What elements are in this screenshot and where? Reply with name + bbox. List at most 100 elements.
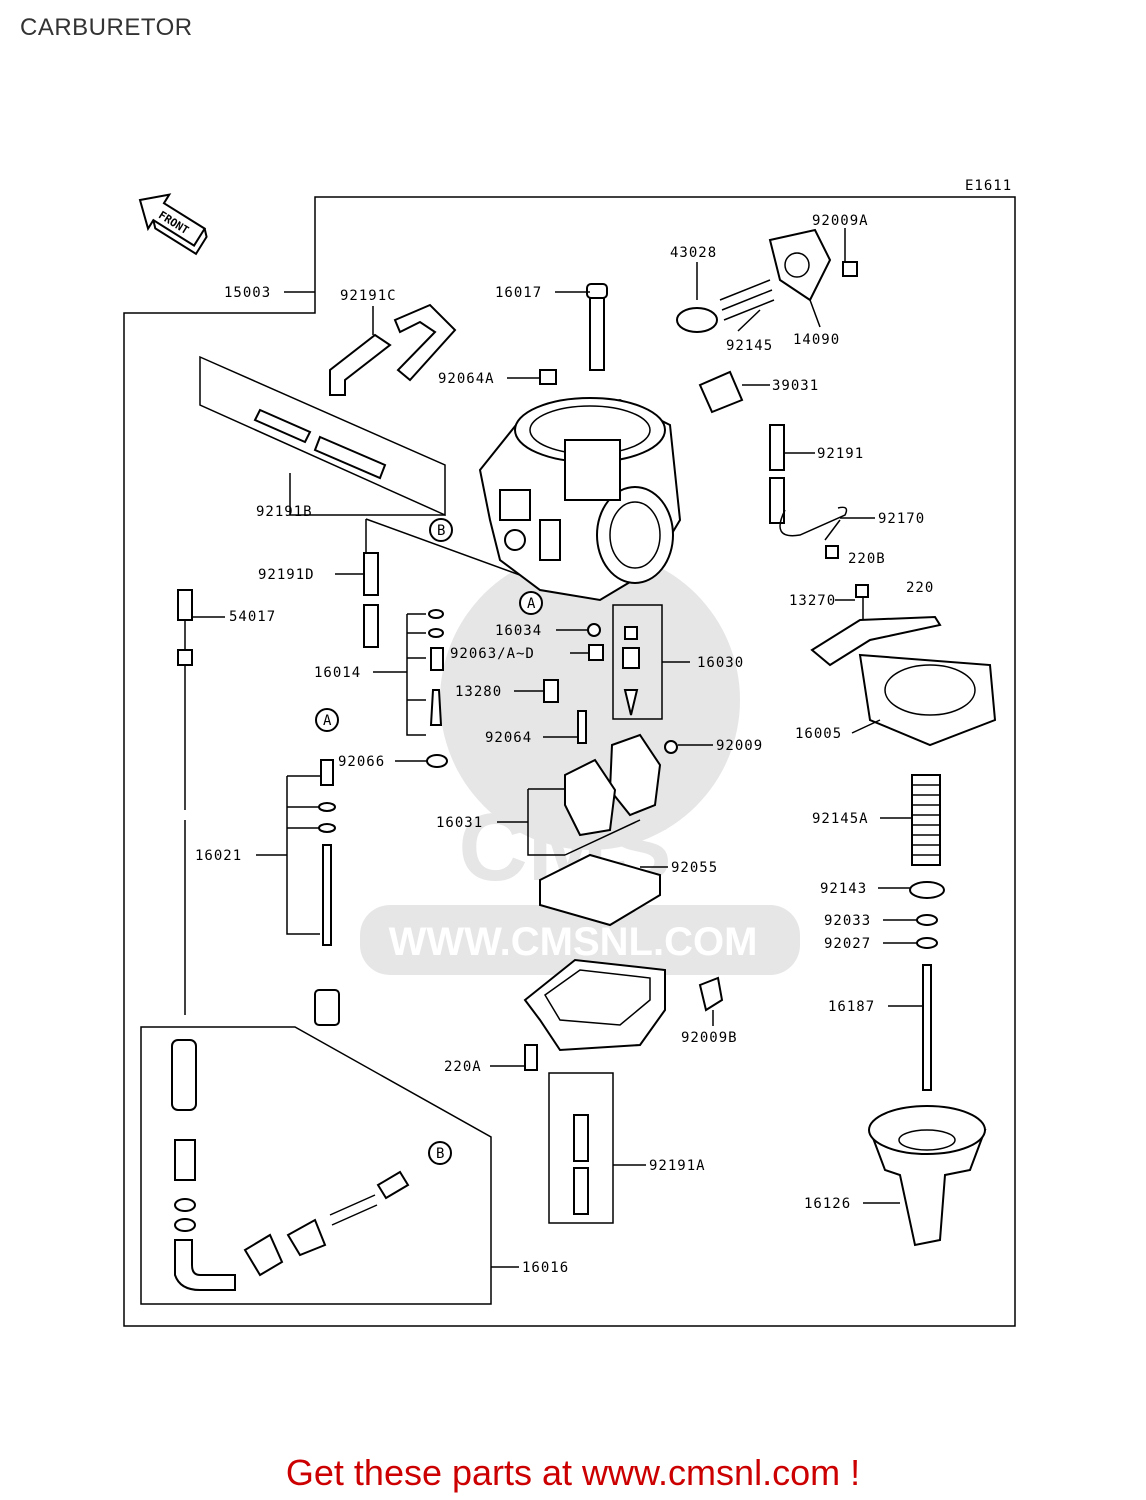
svg-text:B: B xyxy=(437,523,446,539)
hose-92191A xyxy=(573,1114,589,1162)
part-label: 220B xyxy=(848,551,886,567)
part-39031 xyxy=(698,370,744,414)
screw-92009B xyxy=(698,976,724,1012)
part-label: 39031 xyxy=(772,378,819,394)
callout-b-icon: B xyxy=(428,1141,452,1165)
leader-line xyxy=(365,518,529,579)
part-label: 92191C xyxy=(340,288,397,304)
part-label: 92064 xyxy=(485,730,532,746)
jet-92064 xyxy=(577,710,587,744)
washer-92027 xyxy=(916,937,938,949)
part-label: 13270 xyxy=(789,593,836,609)
spring-16014 xyxy=(430,647,444,671)
part-label: 16031 xyxy=(436,815,483,831)
part-label: 43028 xyxy=(670,245,717,261)
part-label: 92055 xyxy=(671,860,718,876)
part-label: 92063/A~D xyxy=(450,646,535,662)
float-bowl xyxy=(523,958,666,1052)
cable-end-54017 xyxy=(177,589,193,621)
part-label: 14090 xyxy=(793,332,840,348)
hose-92191D xyxy=(363,552,379,596)
screw-92009A xyxy=(842,261,858,277)
part-43028 xyxy=(676,307,718,333)
part-label: 92191 xyxy=(817,446,864,462)
callout-a-icon: A xyxy=(315,708,339,732)
oring-16014 xyxy=(428,609,444,619)
part-13280 xyxy=(543,679,559,703)
part-label: 16005 xyxy=(795,726,842,742)
watermark: CMS WWW.CMSNL.COM xyxy=(360,550,800,975)
clip-92033 xyxy=(916,914,938,926)
part-label: 16126 xyxy=(804,1196,851,1212)
screw-220A xyxy=(524,1044,538,1071)
part-label: 92143 xyxy=(820,881,867,897)
part-16016-b xyxy=(174,1139,196,1181)
part-label: 92145 xyxy=(726,338,773,354)
part-label: 13280 xyxy=(455,684,502,700)
part-label: 92027 xyxy=(824,936,871,952)
part-label: 16034 xyxy=(495,623,542,639)
part-label: 16021 xyxy=(195,848,242,864)
spring-16021 xyxy=(320,759,334,786)
part-label: 16017 xyxy=(495,285,542,301)
callout-a-icon: A xyxy=(519,591,543,615)
watermark-url: WWW.CMSNL.COM xyxy=(389,920,758,964)
svg-text:B: B xyxy=(436,1146,445,1162)
clip-92170 xyxy=(779,506,848,537)
part-16017 xyxy=(589,289,605,371)
cover-14090 xyxy=(768,228,832,302)
front-arrow-icon: FRONT xyxy=(138,193,208,256)
part-label: 92009B xyxy=(681,1030,738,1046)
seat-92143 xyxy=(909,881,945,899)
parts-diagram: CMS WWW.CMSNL.COM E1611 FRONT xyxy=(123,178,1016,1327)
part-label: 92066 xyxy=(338,754,385,770)
valve-part xyxy=(624,626,638,640)
needle-16187 xyxy=(922,964,932,1091)
hose-group-box xyxy=(199,355,446,517)
part-label: 16016 xyxy=(522,1260,569,1276)
part-label: 92191D xyxy=(258,567,315,583)
diagram-frame xyxy=(123,196,1016,1327)
needle-16014 xyxy=(429,689,443,726)
screw-92009 xyxy=(664,740,678,754)
svg-text:A: A xyxy=(323,713,332,729)
slide-16126 xyxy=(868,1129,987,1247)
part-label: 92191B xyxy=(256,504,313,520)
plug-92066 xyxy=(426,754,448,768)
drain-hose-box xyxy=(548,1072,614,1224)
part-label: 92033 xyxy=(824,913,871,929)
pilot-screw-box xyxy=(140,1026,492,1305)
jet-92063 xyxy=(588,644,604,661)
gasket-92055 xyxy=(539,853,661,927)
part-label: 15003 xyxy=(224,285,271,301)
callout-b-icon: B xyxy=(429,518,453,542)
part-label: 220A xyxy=(444,1059,482,1075)
part-label: 92191A xyxy=(649,1158,706,1174)
part-label: 16030 xyxy=(697,655,744,671)
part-label: 16187 xyxy=(828,999,875,1015)
spring-92145A xyxy=(911,774,941,866)
float-pin xyxy=(564,819,641,856)
hose-92191B-b xyxy=(313,435,387,480)
carburetor-body xyxy=(478,397,682,602)
hose-92191B-a xyxy=(253,408,312,444)
part-92064A xyxy=(539,369,557,385)
bracket-13270 xyxy=(810,615,942,667)
hose-92191C-b xyxy=(393,303,457,382)
leader-lines xyxy=(192,228,923,1268)
part-16034 xyxy=(587,623,601,637)
part-label: 92064A xyxy=(438,371,495,387)
hose-92191C xyxy=(329,333,392,396)
svg-text:A: A xyxy=(527,596,536,612)
cover-16005 xyxy=(858,653,997,747)
page-title: CARBURETOR xyxy=(20,14,193,41)
part-16016-a xyxy=(171,1039,197,1111)
diagram-code: E1611 xyxy=(965,178,1012,194)
part-label: 92009A xyxy=(812,213,869,229)
part-label: 220 xyxy=(906,580,934,596)
part-label: 54017 xyxy=(229,609,276,625)
screw-220B xyxy=(825,545,839,559)
spring-92145 xyxy=(719,279,775,321)
promo-link[interactable]: Get these parts at www.cmsnl.com ! xyxy=(285,1452,861,1493)
needle-16021 xyxy=(322,844,332,946)
